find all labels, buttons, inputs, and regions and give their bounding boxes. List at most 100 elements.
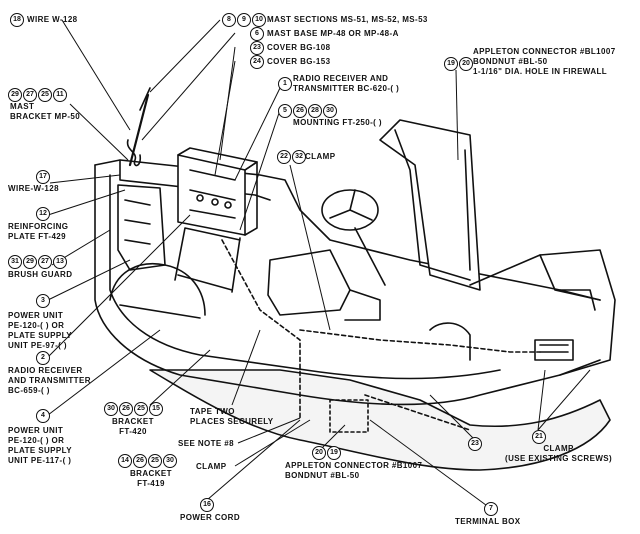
label-mast-base: MAST BASE MP-48 OR MP-48-A: [267, 29, 399, 38]
callout-number: 30: [163, 454, 177, 468]
callout-number: 26: [293, 104, 307, 118]
label-reinforcing: REINFORCING PLATE FT-429: [8, 222, 69, 241]
leader-radio-2: [47, 214, 191, 358]
callout-number: 20: [459, 57, 473, 71]
callout-number: 3: [36, 294, 50, 308]
leader-see-note: [237, 417, 301, 444]
callout-18-nums: 18: [10, 13, 24, 27]
callout-number: 10: [252, 13, 266, 27]
driver-seat: [267, 249, 351, 316]
leader-ft420: [149, 349, 211, 406]
leader-appleton-top: [455, 69, 459, 161]
callout-number: 24: [250, 55, 264, 69]
label-ft420: BRACKET FT-420: [112, 417, 154, 436]
label-appleton-bottom: APPLETON CONNECTOR #B1007 BONDNUT #BL-50: [285, 461, 423, 480]
label-terminal-box: TERMINAL BOX: [455, 517, 521, 526]
leader-power-cord: [206, 419, 301, 501]
callout-number: 28: [308, 104, 322, 118]
callout-terminal-box-nums: 7: [484, 502, 498, 516]
callout-number: 25: [38, 88, 52, 102]
leader-power-3: [47, 259, 131, 301]
leader-mast-bracket: [69, 103, 129, 161]
callout-number: 22: [277, 150, 291, 164]
callout-number: 23: [250, 41, 264, 55]
leader-mounting: [239, 109, 281, 231]
callout-ft420-nums: 30 26 25 15: [104, 402, 163, 416]
ground-shadow: [149, 369, 611, 471]
label-mast-bracket: MAST BRACKET MP-50: [10, 102, 81, 121]
callout-number: 23: [468, 437, 482, 451]
callout-number: 18: [10, 13, 24, 27]
jeep-rim: [94, 159, 601, 301]
label-radio-top: RADIO RECEIVER AND TRANSMITTER BC-620-( …: [293, 74, 400, 93]
callout-number: 5: [278, 104, 292, 118]
leader-terminal-box: [369, 419, 491, 509]
callout-number: 21: [532, 430, 546, 444]
callout-cover-108-nums: 23: [250, 41, 264, 55]
callout-number: 7: [484, 502, 498, 516]
callout-number: 19: [444, 57, 458, 71]
label-see-note: SEE NOTE #8: [178, 439, 234, 448]
terminal-box-hardware: [534, 339, 574, 361]
callout-clamp-right-nums: 21: [532, 430, 546, 444]
callout-mounting-nums: 5 26 28 30: [278, 104, 337, 118]
callout-number: 2: [36, 351, 50, 365]
leader-mast-base: [141, 32, 236, 141]
leader-appleton-bottom: [319, 424, 346, 451]
windshield: [379, 119, 481, 291]
label-clamp-right: CLAMP (USE EXISTING SCREWS): [505, 444, 613, 463]
callout-clamp-top-nums: 22 32: [277, 150, 306, 164]
callout-number: 13: [53, 255, 67, 269]
label-ft419: BRACKET FT-419: [130, 469, 172, 488]
callout-ft419-nums: 14 26 25 30: [118, 454, 177, 468]
leader-wire-mid: [49, 174, 121, 184]
label-mast-sections: MAST SECTIONS MS-51, MS-52, MS-53: [267, 15, 428, 24]
label-mounting: MOUNTING FT-250-( ): [293, 118, 382, 127]
leader-mast-sections: [149, 19, 221, 93]
label-brush-guard: BRUSH GUARD: [8, 270, 73, 279]
callout-number: 29: [23, 255, 37, 269]
callout-number: 1: [278, 77, 292, 91]
callout-appleton-bottom-nums: 20 19: [312, 446, 341, 460]
label-wire-mid: WIRE-W-128: [8, 184, 59, 193]
label-cover-108: COVER BG-108: [267, 43, 331, 52]
callout-number: 27: [23, 88, 37, 102]
label-clamp-top: CLAMP: [305, 152, 336, 161]
leader-radio-top: [234, 87, 281, 181]
callout-power-cord-nums: 16: [200, 498, 214, 512]
callout-number: 30: [104, 402, 118, 416]
callout-brush-guard-nums: 31 29 27 13: [8, 255, 67, 269]
callout-number: 25: [134, 402, 148, 416]
steering-wheel: [321, 189, 379, 231]
callout-mast-bracket-nums: 29 27 25 11: [8, 88, 67, 102]
leader-item-23: [429, 394, 476, 441]
callout-number: 17: [36, 170, 50, 184]
callout-radio-top-nums: 1: [278, 77, 292, 91]
callout-number: 27: [38, 255, 52, 269]
leader-clamp-right: [537, 369, 591, 431]
callout-number: 25: [148, 454, 162, 468]
callout-number: 26: [119, 402, 133, 416]
callout-reinforcing-nums: 12: [36, 207, 50, 221]
callout-number: 32: [292, 150, 306, 164]
callout-number: 31: [8, 255, 22, 269]
label-power-cord: POWER CORD: [180, 513, 240, 522]
callout-wire-mid-nums: 17: [36, 170, 50, 184]
callout-23-nums: 23: [468, 437, 482, 451]
leader-clamp-top: [289, 164, 331, 331]
callout-power-4-nums: 4: [36, 409, 50, 423]
label-wire-w128-top: WIRE W-128: [27, 15, 78, 24]
mast: [128, 93, 150, 167]
terminal-box-outline: [329, 399, 369, 433]
callout-radio-2-nums: 2: [36, 351, 50, 365]
callout-number: 12: [36, 207, 50, 221]
callout-number: 26: [133, 454, 147, 468]
callout-mast-base-nums: 6: [250, 27, 264, 41]
callout-number: 4: [36, 409, 50, 423]
callout-number: 19: [327, 446, 341, 460]
callout-number: 15: [149, 402, 163, 416]
callout-number: 6: [250, 27, 264, 41]
leader-wire-top: [61, 19, 131, 131]
